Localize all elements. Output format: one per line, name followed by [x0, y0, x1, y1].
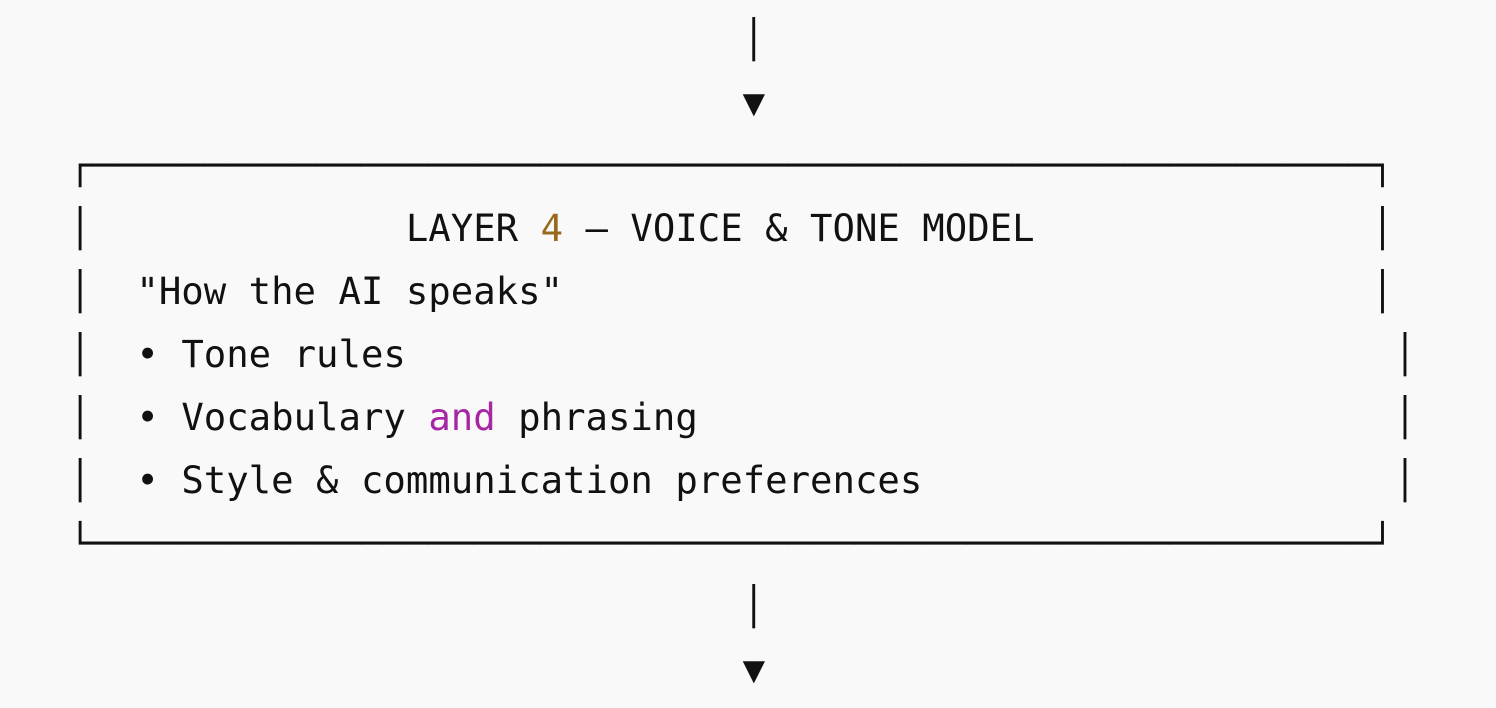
layer-number: 4	[540, 206, 564, 250]
bullet-item: • Tone rules	[136, 332, 406, 376]
box-bottom-border: └───────────────────────────────────────…	[69, 521, 1394, 565]
voice-tone-layer-diagram: │ ▼ ┌───────────────────────────────────…	[69, 17, 1417, 691]
layer-subtitle: "How the AI speaks"	[136, 269, 564, 313]
bullet-item: • Vocabulary and phrasing	[136, 395, 698, 439]
connector-line-top: │	[742, 17, 766, 61]
connector-line-bottom: │	[742, 584, 766, 628]
layer-title: LAYER 4 — VOICE & TONE MODEL	[405, 206, 1035, 250]
box-top-border: ┌───────────────────────────────────────…	[69, 143, 1394, 187]
bullet-item: • Style & communication preferences	[136, 458, 923, 502]
arrow-head-top: ▼	[742, 80, 766, 124]
keyword-and: and	[428, 395, 496, 439]
arrow-head-bottom: ▼	[742, 647, 766, 691]
